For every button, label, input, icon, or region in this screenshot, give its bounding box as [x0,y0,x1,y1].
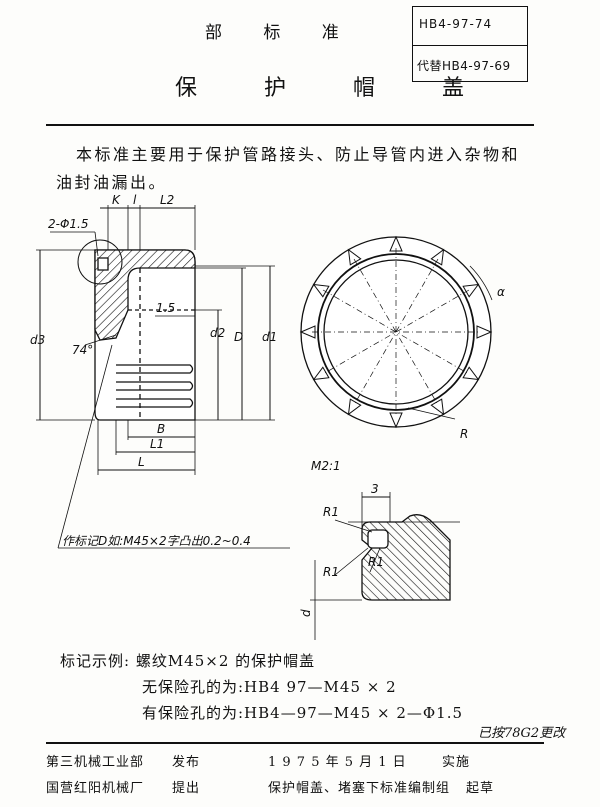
marking-example-line-2: 无保险孔的为:HB4 97—M45 × 2 [142,678,397,696]
detail-scale: M2:1 [311,459,341,473]
label-holes: 2-Φ1.5 [48,217,89,231]
page-title: 保 护 帽 盖 [175,76,494,101]
ministry-heading: 部 标 准 [205,23,357,43]
revision-note: 已按78G2更改 [478,726,566,741]
footer-proposer: 国营红阳机械厂 [46,781,145,796]
footer-committee: 保护帽盖、堵塞下标准编制组 [268,781,451,796]
standard-number: HB4-97-74 [419,17,493,31]
cap-section-view [36,205,290,549]
box-divider [413,45,527,46]
footer-draft-action: 起草 [466,781,495,796]
marking-example-line-1: 标记示例: 螺纹M45×2 的保护帽盖 [60,652,316,670]
footer-propose-action: 提出 [172,781,201,796]
cap-end-view [299,235,493,429]
label-R1-c: R1 [368,555,384,569]
footer-issue-action: 发布 [172,755,201,770]
label-d2: d2 [210,326,225,340]
detail-view [310,492,460,640]
header-rule [46,124,534,126]
footer-issuer: 第三机械工业部 [46,755,145,770]
label-R: R [460,427,468,441]
label-3: 3 [371,482,379,496]
label-D: D [234,330,243,344]
label-B: B [157,422,165,436]
label-d1: d1 [262,330,277,344]
label-k: K [112,193,121,207]
label-alpha: α [497,285,505,299]
label-R1-a: R1 [323,505,339,519]
label-L1: L1 [150,437,164,451]
label-R1-b: R1 [323,565,339,579]
marking-note: 作标记D如:M45×2字凸出0.2~0.4 [62,534,251,548]
replaces-standard: 代替HB4-97-69 [417,59,511,73]
intro-paragraph: 本标准主要用于保护管路接头、防止导管内进入杂物和油封油漏出。 [56,145,521,192]
label-d: d [299,609,313,617]
marking-example: 标记示例: 螺纹M45×2 的保护帽盖 无保险孔的为:HB4 97—M45 × … [60,648,463,726]
footer-date: 1 9 7 5 年 5 月 1 日 [268,755,407,770]
footer-rule [46,742,544,744]
standard-number-box: HB4-97-74 代替HB4-97-69 [412,6,528,82]
marking-example-line-3: 有保险孔的为:HB4—97—M45 × 2—Φ1.5 [142,704,464,722]
label-l: l [133,193,137,207]
label-L: L [138,455,145,469]
label-d3: d3 [30,333,45,347]
footer-date-action: 实施 [442,755,471,770]
label-angle: 74° [72,343,93,357]
label-l2: L2 [160,193,174,207]
label-1-5: 1.5 [156,301,175,315]
